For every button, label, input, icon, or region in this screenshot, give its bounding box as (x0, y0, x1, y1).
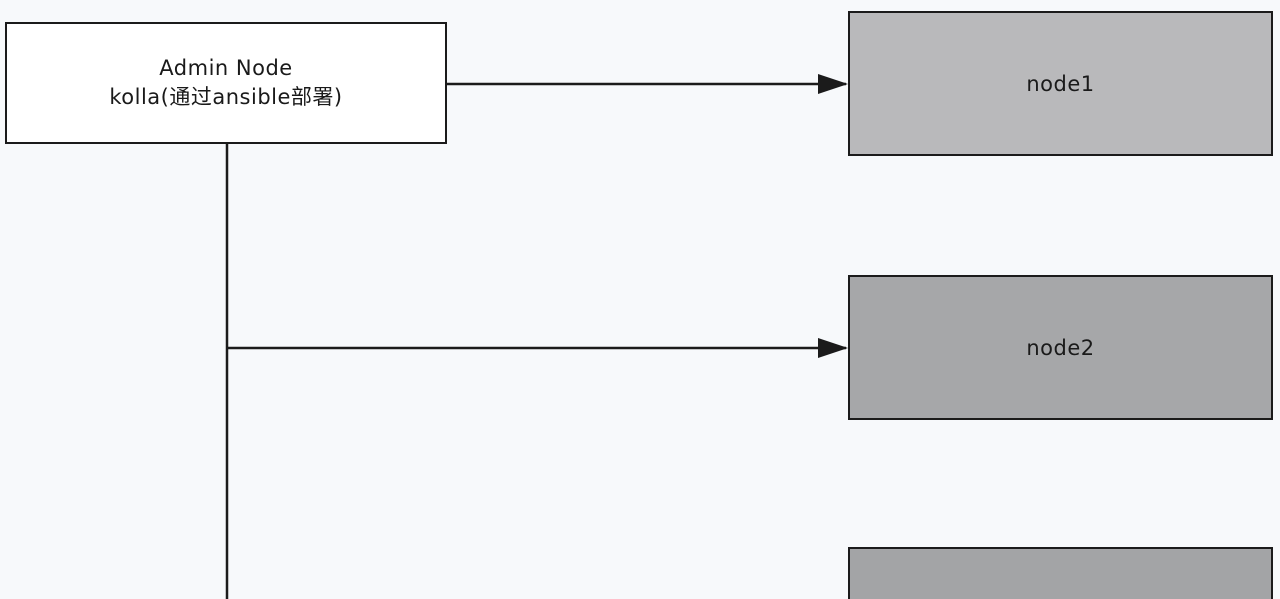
node3-box (848, 547, 1273, 599)
admin-node-box: Admin Node kolla(通过ansible部署) (5, 22, 447, 144)
admin-node-subtitle: kolla(通过ansible部署) (109, 85, 343, 109)
node1-box: node1 (848, 11, 1273, 156)
admin-node-title: Admin Node (159, 56, 293, 80)
node2-box: node2 (848, 275, 1273, 420)
node1-label: node1 (1026, 71, 1095, 96)
node2-label: node2 (1026, 335, 1095, 360)
